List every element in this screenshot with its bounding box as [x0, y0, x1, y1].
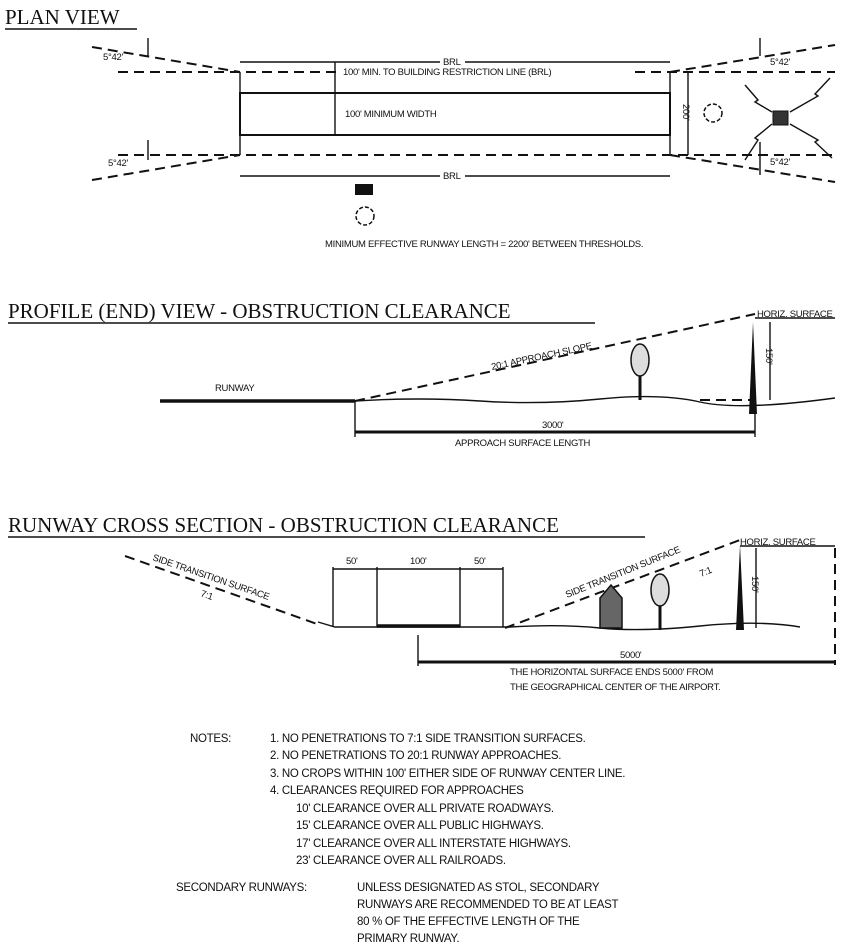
min-width-label: 100' MINIMUM WIDTH	[345, 109, 437, 120]
distance-label: 5000'	[620, 650, 642, 661]
height-label: 150'	[763, 348, 774, 365]
brl-distance-label: 100' MIN. TO BUILDING RESTRICTION LINE (…	[343, 67, 552, 78]
tree-icon	[355, 206, 375, 226]
dim-100-label: 100'	[410, 556, 427, 567]
profile-view: PROFILE (END) VIEW - OBSTRUCTION CLEARAN…	[8, 299, 836, 449]
note-item: 1. NO PENETRATIONS TO 7:1 SIDE TRANSITIO…	[270, 733, 586, 745]
ratio-label: 7:1	[698, 565, 714, 580]
ratio-label: 7:1	[199, 588, 214, 602]
min-length-label: MINIMUM EFFECTIVE RUNWAY LENGTH = 2200' …	[325, 239, 643, 250]
side-transition-left	[124, 555, 321, 626]
approach-edge	[91, 46, 241, 73]
horizontal-note-line2: THE GEOGRAPHICAL CENTER OF THE AIRPORT.	[510, 682, 720, 693]
angle-label: 5°42'	[108, 158, 128, 169]
note-item: 3. NO CROPS WITHIN 100' EITHER SIDE OF R…	[270, 768, 625, 780]
length-label: 3000'	[542, 420, 564, 431]
tower-icon	[749, 322, 757, 414]
angle-label: 5°42'	[770, 57, 790, 68]
angle-label: 5°42'	[103, 52, 123, 63]
note-item: 4. CLEARANCES REQUIRED FOR APPROACHES	[270, 785, 524, 797]
secondary-label: SECONDARY RUNWAYS:	[176, 882, 307, 894]
ground-line	[354, 395, 836, 407]
profile-view-title: PROFILE (END) VIEW - OBSTRUCTION CLEARAN…	[8, 299, 511, 323]
tree-icon	[630, 343, 650, 400]
side-transition-right	[504, 539, 741, 629]
plan-view: PLAN VIEW BRL 100' MIN. TO BUILDING REST…	[5, 5, 836, 250]
horizontal-note-line1: THE HORIZONTAL SURFACE ENDS 5000' FROM	[510, 667, 714, 678]
cross-section-title: RUNWAY CROSS SECTION - OBSTRUCTION CLEAR…	[8, 513, 559, 537]
cross-section: RUNWAY CROSS SECTION - OBSTRUCTION CLEAR…	[8, 513, 836, 693]
secondary-line: RUNWAYS ARE RECOMMENDED TO BE AT LEAST	[357, 899, 619, 911]
horiz-surface-label: HORIZ. SURFACE	[757, 309, 833, 320]
secondary-line: UNLESS DESIGNATED AS STOL, SECONDARY	[357, 882, 600, 894]
brl-top-label: BRL	[443, 57, 461, 68]
tree-icon	[650, 573, 670, 630]
clearance-item: 17' CLEARANCE OVER ALL INTERSTATE HIGHWA…	[296, 838, 571, 850]
secondary-line: 80 % OF THE EFFECTIVE LENGTH OF THE	[357, 916, 580, 928]
note-item: 2. NO PENETRATIONS TO 20:1 RUNWAY APPROA…	[270, 750, 561, 762]
clearance-item: 15' CLEARANCE OVER ALL PUBLIC HIGHWAYS.	[296, 820, 544, 832]
tower-x-icon	[744, 77, 833, 161]
height-label: 150'	[749, 576, 760, 593]
width-200-label: 200'	[680, 104, 691, 121]
building-icon	[355, 184, 373, 195]
length-desc-label: APPROACH SURFACE LENGTH	[455, 438, 591, 449]
ground-line	[317, 621, 801, 631]
brl-bottom-label: BRL	[443, 171, 461, 182]
slope-label: 20:1 APPROACH SLOPE	[490, 341, 593, 373]
clearance-item: 23' CLEARANCE OVER ALL RAILROADS.	[296, 855, 506, 867]
house-icon	[599, 583, 623, 629]
clearance-item: 10' CLEARANCE OVER ALL PRIVATE ROADWAYS.	[296, 803, 554, 815]
notes: NOTES: 1. NO PENETRATIONS TO 7:1 SIDE TR…	[190, 733, 626, 867]
runway-label: RUNWAY	[215, 383, 255, 394]
runway-rect	[239, 92, 671, 136]
notes-label: NOTES:	[190, 733, 231, 745]
dim-50-label: 50'	[474, 556, 486, 567]
approach-slope	[354, 313, 756, 402]
horiz-surface-label: HORIZ. SURFACE	[740, 537, 816, 548]
tower-icon	[736, 545, 744, 630]
secondary-line: PRIMARY RUNWAY.	[357, 933, 459, 945]
plan-view-title: PLAN VIEW	[5, 5, 120, 29]
angle-label: 5°42'	[770, 157, 790, 168]
secondary-runways: SECONDARY RUNWAYS: UNLESS DESIGNATED AS …	[176, 882, 619, 945]
tree-icon	[703, 103, 723, 123]
dim-50-label: 50'	[346, 556, 358, 567]
